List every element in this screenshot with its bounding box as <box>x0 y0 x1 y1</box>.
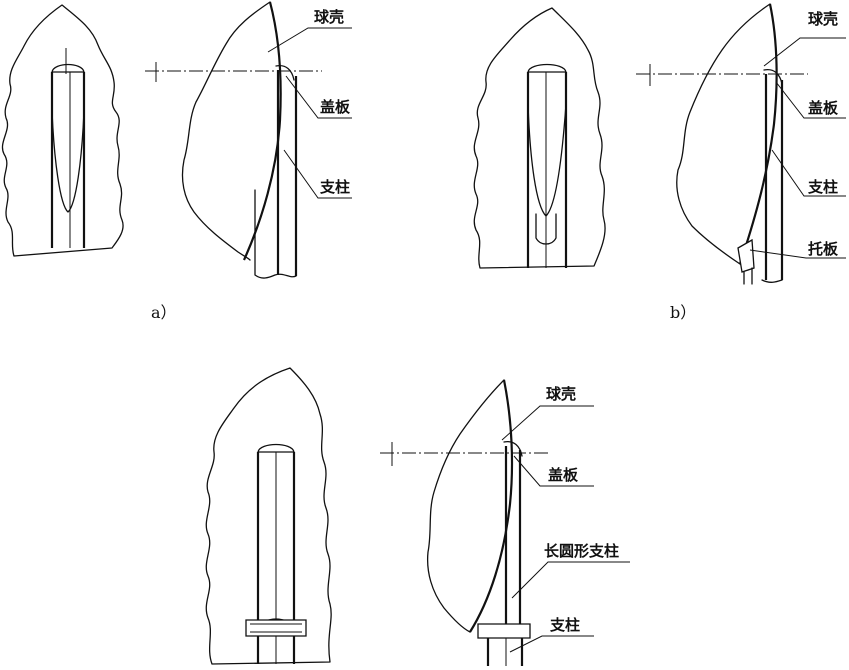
panel-c-front-cover-plate <box>257 443 295 453</box>
panel-c-leader-oval-column <box>511 561 630 599</box>
label-c-oval-column: 长圆形支柱 <box>544 542 619 560</box>
panel-c-side-column <box>486 638 524 666</box>
panel-c-sphere-shell <box>469 379 514 633</box>
label-b-shell: 球壳 <box>808 10 838 28</box>
panel-a-sphere-shell <box>242 1 282 261</box>
panel-a-front-break-outline <box>1 4 124 257</box>
panel-a-leader-cover <box>285 75 352 119</box>
label-c-shell: 球壳 <box>546 385 576 403</box>
panel-b-front-weld-curve <box>527 103 567 217</box>
caption-b: b） <box>670 303 696 322</box>
panel-c-front-bracket-inner <box>250 623 302 633</box>
panel-b-leader-shell <box>763 37 846 67</box>
panel-b-side-column-bottom <box>761 279 783 283</box>
label-b-cover: 盖板 <box>808 99 839 117</box>
panel-b-leader-support <box>749 249 846 259</box>
panel-b-sphere-shell <box>738 3 778 265</box>
panel-b <box>473 3 846 285</box>
panel-b-side-column <box>764 74 784 280</box>
panel-b-leader-column <box>771 149 846 197</box>
panel-c <box>205 367 630 666</box>
panel-a-front-cover-plate <box>51 63 85 73</box>
panel-a-leader-column <box>283 149 352 199</box>
panel-a-leader-shell <box>267 27 352 53</box>
label-a-cover: 盖板 <box>320 98 351 116</box>
panel-b-side-break-outline <box>676 3 771 271</box>
panel-a-side-column <box>276 70 298 276</box>
panel-b-side-support-plate <box>737 238 755 273</box>
label-b-support: 托板 <box>808 240 839 258</box>
panel-c-side-break-outline <box>426 379 505 633</box>
panel-b-side-support-lines <box>743 267 753 285</box>
panel-b-front-column <box>526 72 568 268</box>
panel-c-side-bracket <box>477 623 531 639</box>
panel-c-leader-shell <box>501 405 594 441</box>
label-c-cover: 盖板 <box>548 466 579 484</box>
panel-a-side-break-outline <box>181 1 271 261</box>
panel-a-front-column <box>50 72 86 248</box>
panel-a-front-weld-curve <box>51 109 85 213</box>
panel-b-front-break-outline <box>473 7 606 269</box>
panel-a-side-cover-plate <box>275 64 295 81</box>
panel-c-front-break-outline <box>205 367 332 665</box>
panel-c-leader-cover <box>513 455 594 487</box>
panel-b-side-cover-plate <box>763 68 783 85</box>
panel-c-leader-column <box>509 635 594 653</box>
panel-c-front-bracket <box>245 619 307 637</box>
label-a-column: 支柱 <box>319 178 350 196</box>
panel-a-side-column-bottom <box>254 189 297 279</box>
label-a-shell: 球壳 <box>314 8 344 26</box>
panel-b-front-cover-plate <box>527 63 567 73</box>
panel-b-front-support-plate <box>535 213 557 245</box>
panel-c-oval-column <box>504 446 522 624</box>
label-c-column: 支柱 <box>549 616 580 634</box>
caption-a: a） <box>151 303 177 322</box>
panel-b-leader-cover <box>775 81 846 119</box>
panel-c-side-cover-plate <box>503 440 523 457</box>
panel-a <box>1 1 352 279</box>
label-b-column: 支柱 <box>807 178 838 196</box>
